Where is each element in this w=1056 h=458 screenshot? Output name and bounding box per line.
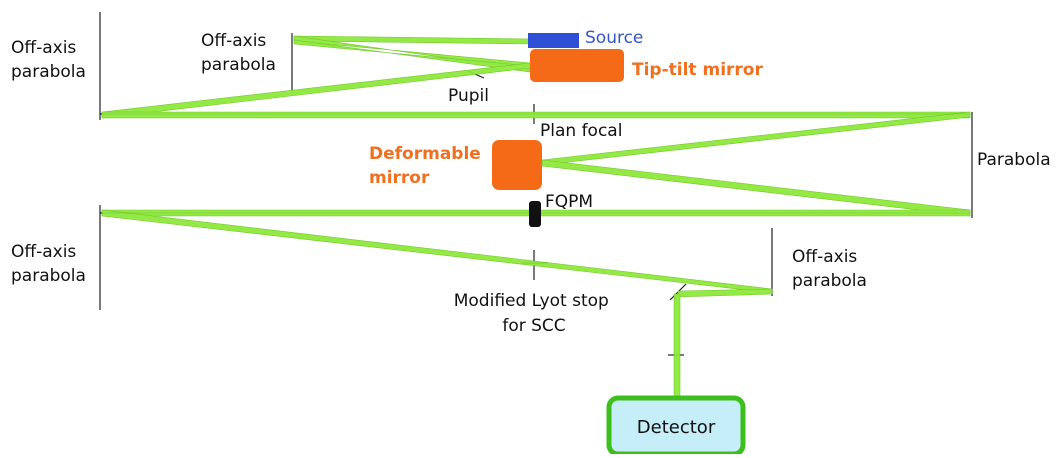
dm-label-line1: Deformable	[369, 144, 481, 164]
light-beams	[101, 35, 971, 399]
oap1-label-line1: Off-axis	[11, 38, 76, 58]
lyot-label: Modified Lyot stop for SCC	[454, 291, 615, 336]
source-block	[528, 33, 579, 48]
dm-label: Deformable mirror	[369, 144, 487, 188]
source-label: Source	[585, 28, 643, 48]
oap3-label: Off-axis parabola	[11, 242, 86, 286]
tip-tilt-mirror-block	[530, 49, 624, 82]
oap1-label-line2: parabola	[11, 62, 86, 82]
beam-oap4-to-fold	[677, 288, 773, 298]
beam-oap3-to-oap4	[101, 209, 773, 294]
oap2-label-line2: parabola	[201, 55, 276, 75]
oap4-label-line2: parabola	[792, 271, 867, 291]
components	[492, 33, 746, 457]
dm-label-line2: mirror	[369, 168, 430, 188]
oap1-label: Off-axis parabola	[11, 38, 86, 82]
beam-oap1-horizontal	[101, 111, 971, 119]
oap4-label: Off-axis parabola	[792, 247, 867, 291]
oap4-label-line1: Off-axis	[792, 247, 857, 267]
labels: Off-axis parabola Off-axis parabola Sour…	[11, 28, 1051, 438]
pupil-label: Pupil	[448, 86, 489, 106]
oap2-label-line1: Off-axis	[201, 31, 266, 51]
beam-parabola-to-dm-lower	[541, 159, 971, 217]
deformable-mirror-block	[492, 140, 542, 190]
oap3-label-line1: Off-axis	[11, 242, 76, 262]
fqpm-label: FQPM	[545, 192, 593, 212]
detector-label: Detector	[637, 417, 716, 438]
oap3-label-line2: parabola	[11, 266, 86, 286]
lyot-label-line2: for SCC	[502, 316, 565, 336]
oap2-label: Off-axis parabola	[201, 31, 276, 75]
parabola-label: Parabola	[977, 150, 1051, 170]
lyot-label-line1: Modified Lyot stop	[454, 291, 609, 311]
plan-focal-label: Plan focal	[540, 121, 622, 141]
tiptilt-label: Tip-tilt mirror	[632, 60, 763, 80]
beam-fold-to-detector	[673, 293, 681, 399]
fqpm-mask	[529, 201, 541, 227]
